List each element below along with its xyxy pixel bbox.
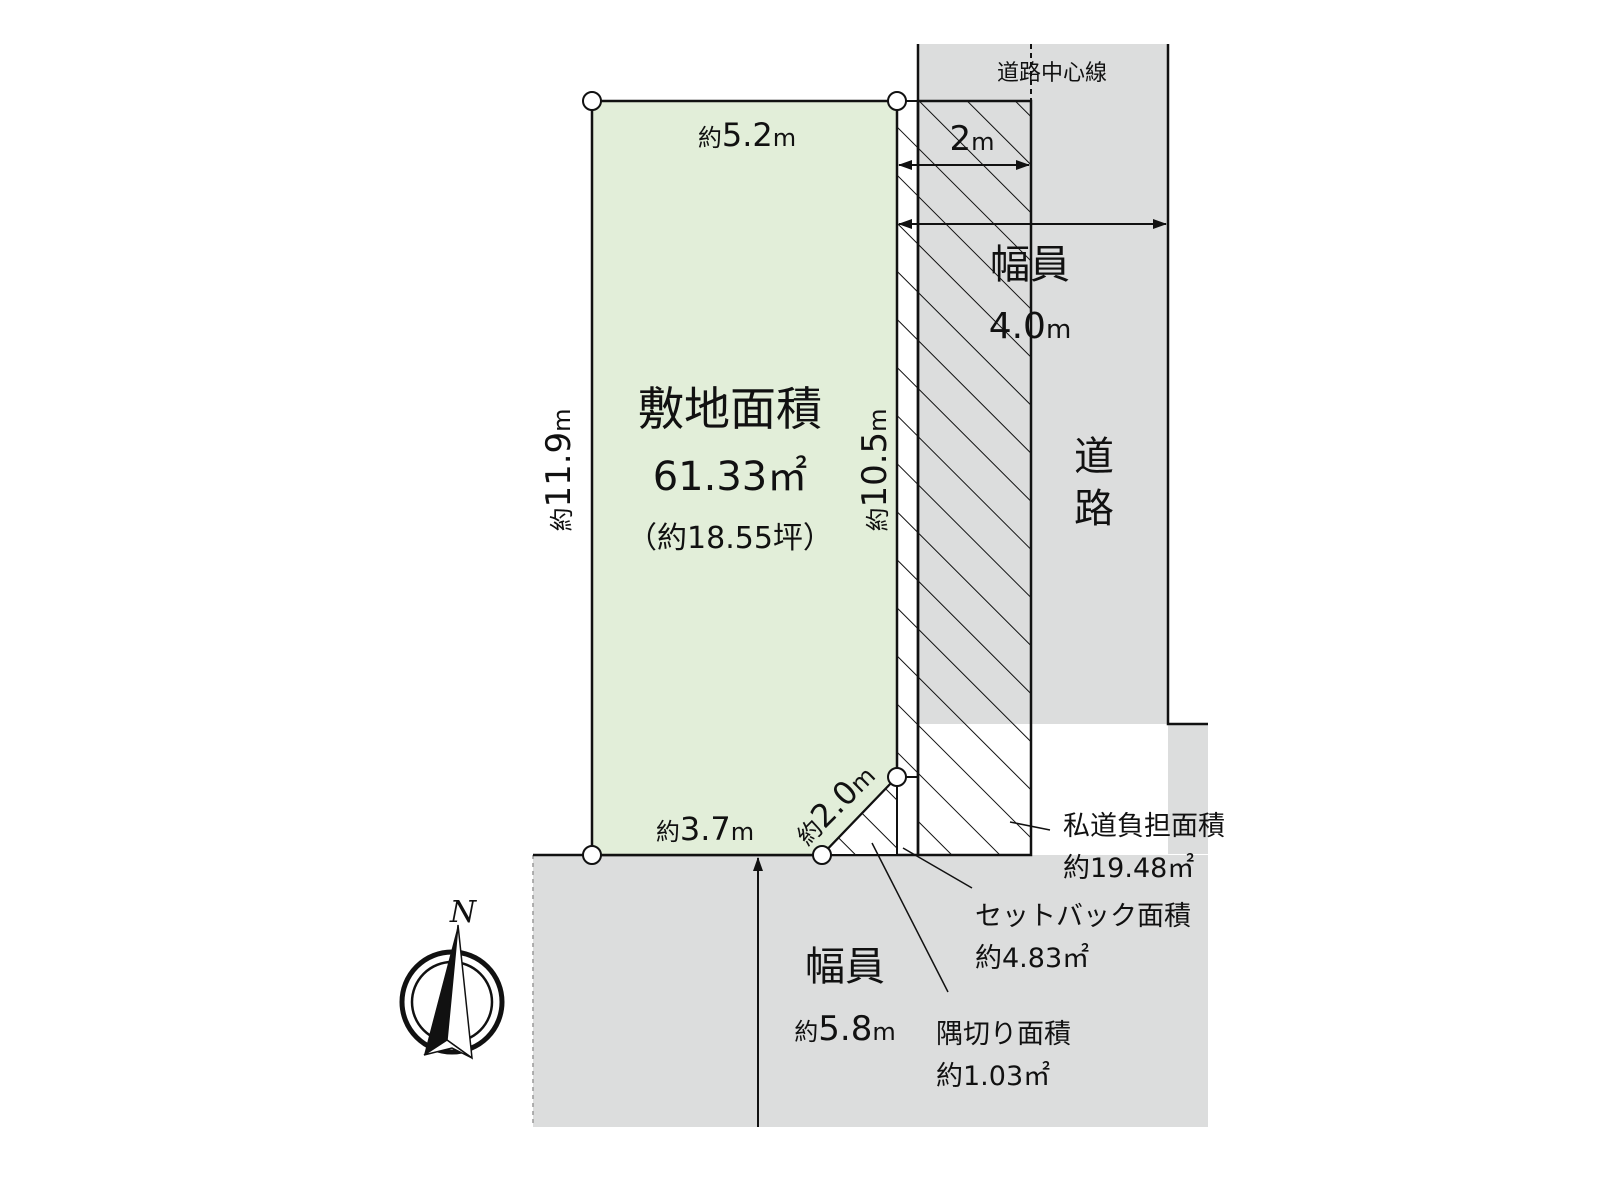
- callout-private-road-value: 約19.48㎡: [1063, 853, 1194, 884]
- east-road-width-label: 幅員: [990, 242, 1070, 288]
- south-road-width-value: 約5.8m: [794, 1009, 895, 1049]
- east-road-label-2: 路: [1074, 486, 1114, 532]
- dim-bottom: 約3.7m: [656, 810, 754, 848]
- callout-corner-cut-title: 隅切り面積: [936, 1019, 1071, 1050]
- east-road-width-value: 4.0m: [989, 306, 1072, 347]
- vertex-cut-lower: [812, 845, 832, 865]
- callout-corner-cut-value: 約1.03㎡: [936, 1061, 1050, 1092]
- south-road: [532, 853, 1208, 1127]
- vertex-sw: [582, 845, 602, 865]
- dim-right: 約10.5m: [855, 408, 895, 531]
- vertex-markers: [582, 91, 907, 865]
- leader-corner-cut: [871, 842, 949, 993]
- leader-private-road: [1009, 821, 1051, 831]
- dim-left: 約11.9m: [539, 408, 579, 531]
- site-area-m2: 61.33㎡: [653, 454, 808, 500]
- dim-top: 約5.2m: [698, 116, 796, 154]
- leader-setback: [902, 847, 973, 889]
- site-area-tsubo: （約18.55坪）: [627, 521, 833, 556]
- vertex-ne: [887, 91, 907, 111]
- dim-to-centerline: 2m: [949, 119, 994, 159]
- private-road-burden-area: [916, 99, 1033, 857]
- north-compass-icon: N: [399, 895, 505, 1060]
- south-road-width-label: 幅員: [805, 944, 885, 990]
- compass-north-label: N: [449, 895, 478, 930]
- setback-strip: [896, 100, 919, 778]
- site-area-title: 敷地面積: [638, 382, 822, 436]
- callout-setback-value: 約4.83㎡: [975, 943, 1089, 974]
- callout-setback-title: セットバック面積: [975, 901, 1191, 932]
- vertex-nw: [582, 91, 602, 111]
- east-road-label-1: 道: [1074, 434, 1114, 480]
- centerline-label: 道路中心線: [997, 61, 1107, 86]
- vertex-cut-upper: [887, 767, 907, 787]
- callout-private-road-title: 私道負担面積: [1063, 811, 1225, 842]
